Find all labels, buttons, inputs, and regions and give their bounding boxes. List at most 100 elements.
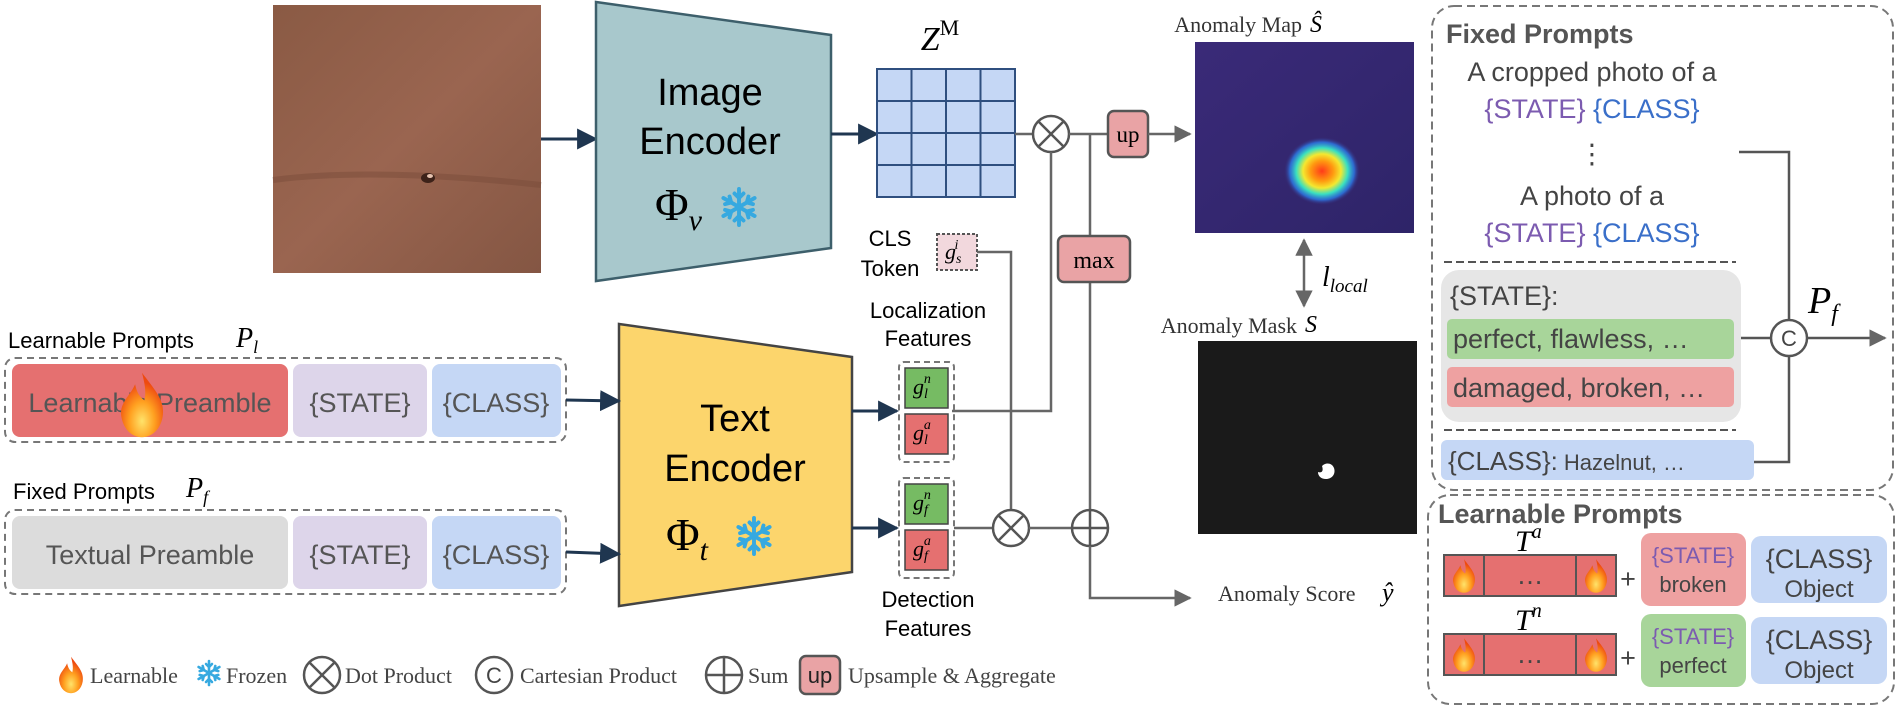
tn-state-word: perfect [1659, 653, 1726, 678]
cls-token: CLS Token gsi [861, 226, 978, 281]
connector-localization-to-dot [952, 152, 1053, 413]
input-image [272, 5, 542, 273]
ta-plus: + [1620, 564, 1636, 594]
learnable-prompts-panel: Learnable Prompts Ta … + {STATE} broken … [1427, 494, 1895, 705]
ta-class-word: Object [1784, 576, 1854, 603]
template1-line2: {STATE} {CLASS} [1484, 94, 1699, 124]
loss-label: llocal [1322, 262, 1368, 297]
localization-features-line2: Features [885, 326, 972, 351]
cls-token-line1: CLS [869, 226, 912, 251]
fixed-row-state: {STATE} [309, 540, 410, 570]
max-label: max [1073, 248, 1114, 274]
anomaly-map-title: Anomaly Map [1174, 12, 1302, 37]
legend-frozen-icon [197, 659, 221, 687]
feature-l-anomaly: gla [913, 418, 931, 448]
legend-learnable: Learnable [90, 663, 178, 688]
svg-text:up: up [808, 663, 832, 688]
anomaly-map [1195, 42, 1414, 233]
image-encoder-symbol: Φv [655, 179, 703, 237]
cls-token-line2: Token [861, 256, 920, 281]
anomaly-mask-title: Anomaly Mask [1161, 313, 1297, 338]
svg-text:C: C [486, 663, 502, 688]
feature-f-normal: gfn [913, 488, 931, 518]
textual-preamble: Textual Preamble [46, 540, 255, 570]
fixed-row-class: {CLASS} [443, 540, 550, 570]
ta-class: {CLASS} [1766, 544, 1873, 574]
dot-product-detection [991, 508, 1031, 548]
zm-label: ZM [921, 15, 959, 58]
localization-features: gln gla [898, 361, 955, 463]
pf-output-symbol: Pf [1807, 280, 1841, 327]
class-label: {CLASS}:Hazelnut, … [1448, 446, 1685, 476]
cls-token-symbol: gsi [945, 238, 962, 267]
image-encoder-line2: Encoder [639, 121, 781, 163]
tn-label: Tn [1515, 600, 1542, 637]
fixed-panel-title: Fixed Prompts [1446, 19, 1634, 49]
ta-label: Ta [1515, 521, 1542, 558]
template-ellipsis: ⋮ [1579, 139, 1606, 169]
upsample-box: up [1106, 109, 1150, 159]
fixed-prompts-panel: Fixed Prompts A cropped photo of a {STAT… [1431, 5, 1894, 491]
feature-f-anomaly: gfa [913, 534, 931, 564]
anomaly-score-label: Anomaly Score [1218, 581, 1355, 606]
legend-frozen: Frozen [226, 663, 287, 688]
learnable-row-class: {CLASS} [443, 388, 550, 418]
tn-ellipsis: … [1517, 639, 1544, 669]
anomaly-mask [1198, 341, 1417, 534]
localization-features-line1: Localization [870, 298, 986, 323]
text-encoder-line1: Text [700, 398, 770, 440]
tn-class: {CLASS} [1766, 625, 1873, 655]
legend-upsample: Upsample & Aggregate [848, 663, 1056, 688]
tn-state: {STATE} [1652, 624, 1734, 649]
state-label: {STATE}: [1450, 281, 1559, 311]
tn-class-word: Object [1784, 657, 1854, 684]
template2-line2: {STATE} {CLASS} [1484, 218, 1699, 248]
patch-feature-grid [876, 68, 1016, 198]
detection-features-line2: Features [885, 616, 972, 641]
learnable-prompt-row: Learnable Preamble {STATE} {CLASS} [4, 357, 567, 443]
legend-dot: Dot Product [345, 663, 452, 688]
fixed-row-title: Fixed Prompts [13, 479, 155, 504]
text-encoder-line2: Encoder [664, 448, 806, 490]
upsample-label: up [1117, 122, 1140, 147]
max-box: max [1056, 234, 1132, 284]
anomaly-mask-symbol: S [1305, 312, 1317, 338]
legend-cartesian-icon: C [474, 655, 514, 695]
tn-plus: + [1620, 643, 1636, 673]
learnable-panel-title: Learnable Prompts [1438, 499, 1683, 529]
detection-features-line1: Detection [882, 587, 975, 612]
learnable-row-state: {STATE} [309, 388, 410, 418]
anomaly-score-symbol: ŷ [1379, 578, 1394, 607]
anomaly-map-symbol: Ŝ [1310, 11, 1322, 38]
ta-ellipsis: … [1517, 560, 1544, 590]
feature-l-normal: gln [913, 372, 931, 402]
ta-state-word: broken [1659, 572, 1726, 597]
cartesian-product-node: C [1769, 318, 1809, 358]
learnable-row-symbol: Pl [235, 323, 258, 357]
image-encoder-line1: Image [657, 72, 763, 114]
ta-state: {STATE} [1652, 543, 1734, 568]
legend-sum-icon [704, 655, 744, 695]
detection-features: gfn gfa [898, 477, 955, 579]
template1-line1: A cropped photo of a [1467, 57, 1717, 87]
template2-line1: A photo of a [1520, 181, 1665, 211]
legend-dot-icon [302, 655, 342, 695]
anomaly-state-words: damaged, broken, … [1453, 373, 1705, 403]
sum-node [1070, 508, 1110, 548]
dot-product-localization [1031, 114, 1071, 154]
normal-state-words: perfect, flawless, … [1453, 324, 1689, 354]
arrow-learnable-to-encoder [565, 390, 622, 412]
learnable-row-title: Learnable Prompts [8, 328, 194, 353]
arrow-fixed-to-encoder [565, 542, 622, 564]
fixed-prompt-row: Textual Preamble {STATE} {CLASS} [4, 509, 567, 595]
arrow-sum-to-score [1088, 546, 1192, 607]
fixed-row-symbol: Pf [185, 473, 211, 507]
connector-cls-to-dot [977, 250, 1013, 512]
text-encoder: Text Encoder Φt [617, 322, 854, 608]
legend-sum: Sum [748, 663, 788, 688]
legend: Learnable Frozen Dot Product C Cartesian… [59, 654, 1056, 696]
legend-upsample-icon: up [798, 654, 842, 696]
legend-flame-icon [59, 656, 83, 694]
svg-text:C: C [1781, 326, 1797, 351]
